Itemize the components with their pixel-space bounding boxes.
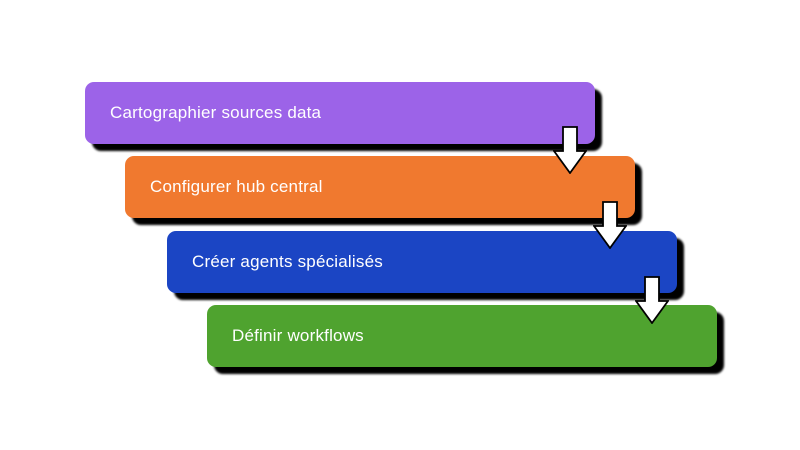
step-creer-agents-specialises: Créer agents spécialisés [167, 231, 677, 293]
down-arrow-icon [635, 276, 669, 324]
down-arrow-icon [593, 201, 627, 249]
step-label: Cartographier sources data [110, 103, 322, 122]
step-label: Créer agents spécialisés [192, 252, 383, 271]
step-configurer-hub-central: Configurer hub central [125, 156, 635, 218]
step-label: Définir workflows [232, 326, 364, 345]
down-arrow-icon [553, 126, 587, 174]
step-cartographier-sources-data: Cartographier sources data [85, 82, 595, 144]
step-definir-workflows: Définir workflows [207, 305, 717, 367]
step-label: Configurer hub central [150, 177, 323, 196]
